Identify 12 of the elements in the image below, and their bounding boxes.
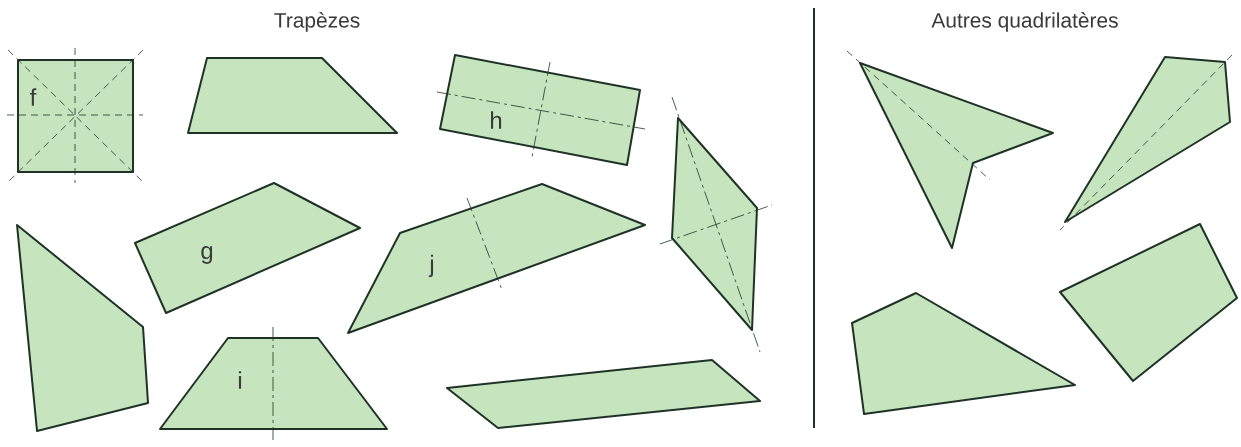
shape-letter: h — [491, 111, 502, 129]
section-heading: Autres quadrilatères — [931, 12, 1118, 32]
quadrilateral — [1059, 223, 1238, 382]
section-heading: Trapèzes — [274, 12, 360, 32]
quadrilateral — [187, 57, 398, 134]
shape-letter: j — [428, 254, 434, 278]
quadrilateral — [16, 224, 149, 432]
quadrilateral — [446, 359, 761, 429]
shape-letter: i — [238, 371, 242, 389]
quadrilateral — [851, 292, 1076, 415]
shape-letter: g — [201, 246, 213, 264]
shape-letter: f — [30, 88, 37, 106]
